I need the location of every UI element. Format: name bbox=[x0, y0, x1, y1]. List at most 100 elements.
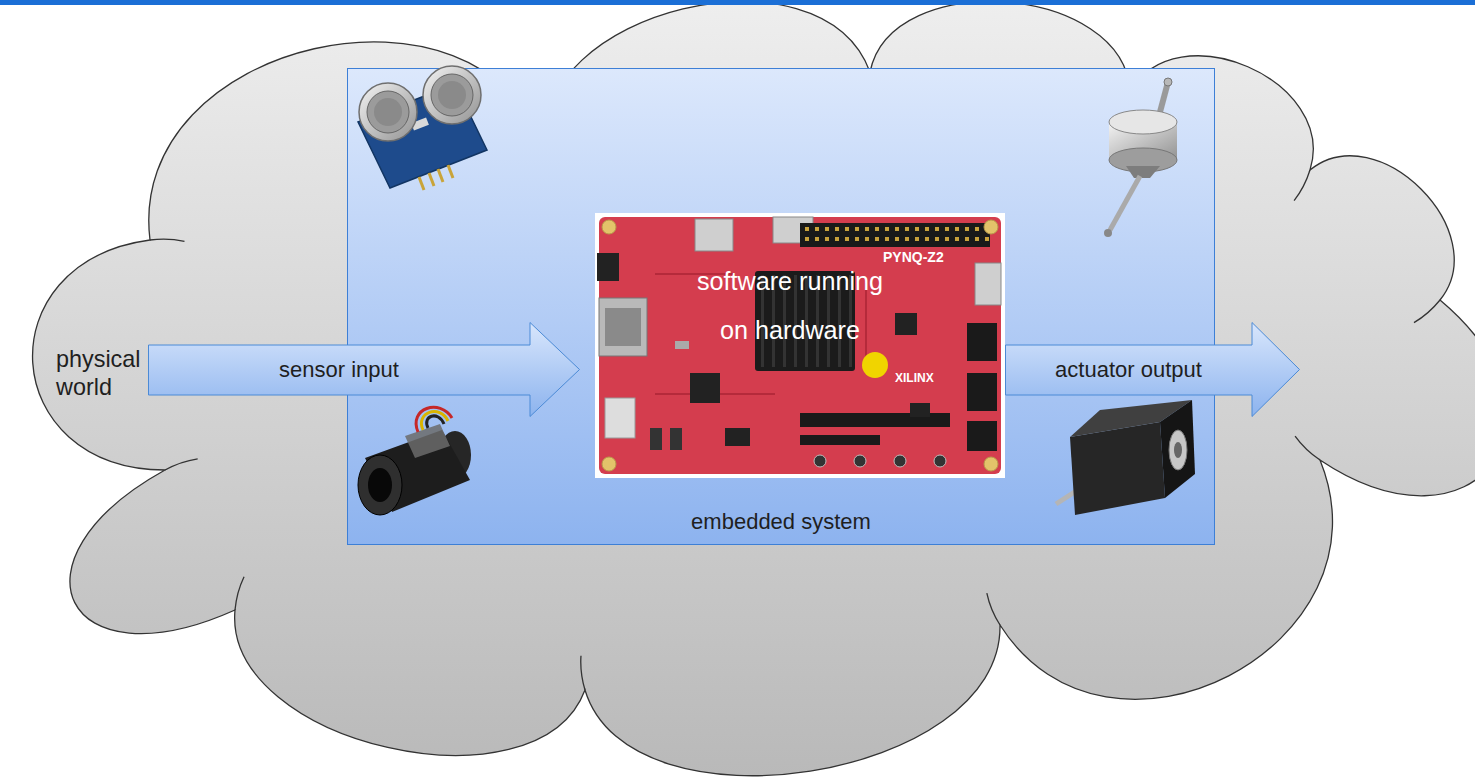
board-part bbox=[800, 435, 880, 445]
board-part bbox=[955, 237, 959, 241]
ultrasonic-sensor bbox=[429, 173, 434, 186]
board-part bbox=[599, 217, 1001, 474]
flow-sensor bbox=[405, 424, 450, 458]
board-part bbox=[597, 253, 619, 281]
board-part bbox=[835, 227, 839, 231]
board-part bbox=[967, 421, 997, 451]
board-part bbox=[865, 227, 869, 231]
board-part bbox=[690, 373, 720, 403]
board-part bbox=[967, 323, 997, 361]
node-label: actuator output bbox=[1055, 357, 1202, 383]
ultrasonic-sensor bbox=[419, 165, 453, 190]
ultrasonic-sensor bbox=[358, 66, 487, 190]
node-label: sensor input bbox=[279, 357, 399, 383]
board-part bbox=[984, 457, 998, 471]
board-part bbox=[945, 227, 949, 231]
board-part bbox=[602, 220, 616, 234]
board-part bbox=[925, 237, 929, 241]
board-part bbox=[602, 457, 616, 471]
header-bar bbox=[0, 0, 1475, 5]
board-part bbox=[670, 428, 682, 450]
board-part bbox=[854, 455, 866, 467]
ultrasonic-sensor bbox=[431, 74, 473, 116]
embedded-system-box: software running on hardwarePYNQ-Z2XILIN… bbox=[347, 68, 1215, 545]
linear-actuator bbox=[1160, 400, 1195, 498]
board-part bbox=[650, 428, 662, 450]
ultrasonic-sensor bbox=[419, 177, 424, 190]
board-part bbox=[885, 237, 889, 241]
board-part bbox=[875, 237, 879, 241]
flow-sensor bbox=[421, 412, 448, 430]
board-part bbox=[875, 227, 879, 231]
board-part bbox=[800, 223, 990, 247]
board-part bbox=[934, 455, 946, 467]
text-holder: actuator output bbox=[1005, 357, 1252, 383]
board-part bbox=[965, 237, 969, 241]
board-part bbox=[895, 227, 899, 231]
board-part bbox=[845, 237, 849, 241]
board-part bbox=[975, 237, 979, 241]
ultrasonic-sensor bbox=[359, 83, 417, 141]
text-holder: sensor input bbox=[148, 357, 530, 383]
linear-actuator bbox=[1056, 400, 1195, 515]
board-part bbox=[985, 237, 989, 241]
board-part bbox=[855, 237, 859, 241]
board-part bbox=[905, 227, 909, 231]
board-part bbox=[599, 298, 647, 356]
board-part bbox=[815, 227, 819, 231]
board-part bbox=[845, 227, 849, 231]
board-part bbox=[605, 308, 641, 346]
board-part bbox=[835, 237, 839, 241]
board-part bbox=[915, 227, 919, 231]
board-part bbox=[814, 455, 826, 467]
board-part bbox=[605, 398, 635, 438]
cloud-outline bbox=[33, 2, 1475, 776]
actuator-output-arrow: actuator output bbox=[1005, 322, 1300, 417]
flow-sensor bbox=[416, 407, 452, 432]
header-bar bbox=[0, 0, 1475, 5]
board-part bbox=[945, 237, 949, 241]
board-part bbox=[695, 219, 733, 251]
pneumatic-actuator bbox=[1126, 166, 1160, 178]
board-part bbox=[825, 227, 829, 231]
board-part bbox=[862, 352, 888, 378]
flow-sensor bbox=[427, 416, 444, 428]
ultrasonic-sensor bbox=[423, 66, 481, 124]
board-part bbox=[855, 227, 859, 231]
board-part bbox=[935, 227, 939, 231]
board-part bbox=[815, 237, 819, 241]
block-arrow bbox=[1006, 323, 1300, 417]
board-part bbox=[895, 313, 917, 335]
node-label: software running on hardware bbox=[695, 257, 885, 355]
flow-sensor bbox=[368, 468, 392, 502]
board-part bbox=[984, 220, 998, 234]
board-marking: XILINX bbox=[895, 371, 934, 385]
board-part bbox=[773, 217, 813, 243]
board-part bbox=[805, 237, 809, 241]
board-part bbox=[905, 237, 909, 241]
board-part bbox=[725, 428, 750, 446]
board-part bbox=[885, 227, 889, 231]
pneumatic-actuator bbox=[1110, 176, 1140, 230]
ultrasonic-sensor bbox=[448, 165, 453, 178]
board-part bbox=[967, 373, 997, 411]
board-part bbox=[915, 237, 919, 241]
board-part bbox=[894, 455, 906, 467]
board-part bbox=[910, 403, 930, 417]
block-arrow bbox=[149, 323, 580, 417]
board-part bbox=[895, 237, 899, 241]
board-part bbox=[675, 341, 689, 349]
pneumatic-actuator bbox=[1109, 110, 1177, 134]
pneumatic-actuator bbox=[1164, 78, 1172, 86]
pneumatic-actuator bbox=[1160, 82, 1168, 112]
board-part bbox=[955, 227, 959, 231]
ultrasonic-sensor bbox=[438, 169, 443, 182]
text-holder: software running on hardware bbox=[695, 257, 885, 355]
board-part bbox=[975, 227, 979, 231]
board-part bbox=[935, 237, 939, 241]
linear-actuator bbox=[1169, 430, 1187, 470]
ultrasonic-sensor bbox=[374, 98, 402, 126]
pneumatic-actuator bbox=[1104, 78, 1177, 237]
